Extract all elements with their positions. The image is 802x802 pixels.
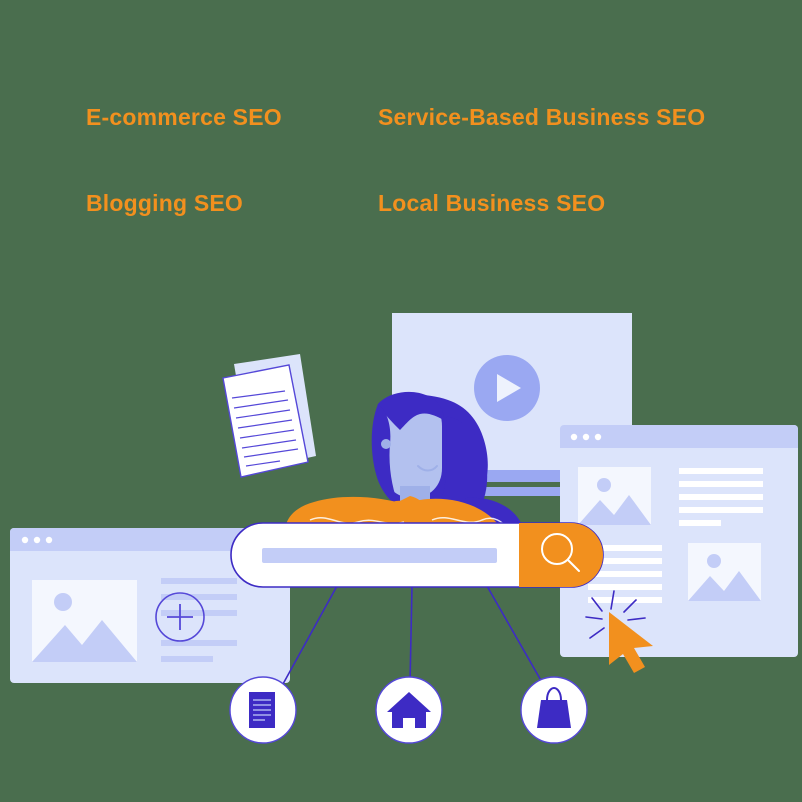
label-local-business-seo: Local Business SEO: [378, 190, 606, 216]
click-burst-icon: [585, 590, 646, 639]
paper-text-lines: [231, 390, 299, 467]
paper-stack: [222, 354, 316, 478]
image-placeholder-icon: [688, 543, 761, 601]
plus-circle-icon[interactable]: [155, 592, 205, 642]
image-placeholder-icon: [32, 580, 137, 662]
text-lines-bottom-left: [578, 545, 662, 603]
label-service-based-business-seo: Service-Based Business SEO: [378, 104, 706, 130]
image-placeholder-icon: [578, 467, 651, 525]
magnifier-icon[interactable]: [541, 533, 580, 572]
node-home[interactable]: [375, 676, 443, 744]
window-dots: [570, 433, 602, 441]
left-browser-window[interactable]: [10, 528, 290, 683]
text-lines-left: [161, 578, 237, 662]
play-icon: [474, 355, 540, 421]
node-shopping[interactable]: [520, 676, 588, 744]
search-bar[interactable]: [230, 522, 604, 588]
arrow-cursor-icon[interactable]: [609, 612, 653, 673]
search-button: [519, 523, 603, 587]
label-blogging-seo: Blogging SEO: [86, 190, 243, 216]
connector-lines: [282, 585, 544, 685]
search-input-placeholder: [262, 548, 497, 563]
paper-front: [222, 364, 309, 478]
right-browser-window[interactable]: [560, 425, 798, 657]
home-icon: [387, 692, 431, 728]
label-ecommerce-seo: E-commerce SEO: [86, 104, 282, 130]
node-blog[interactable]: [229, 676, 297, 744]
shopping-bag-icon: [537, 686, 571, 728]
document-icon: [249, 692, 275, 728]
text-lines-top-right: [679, 468, 763, 526]
window-dots: [21, 536, 53, 544]
